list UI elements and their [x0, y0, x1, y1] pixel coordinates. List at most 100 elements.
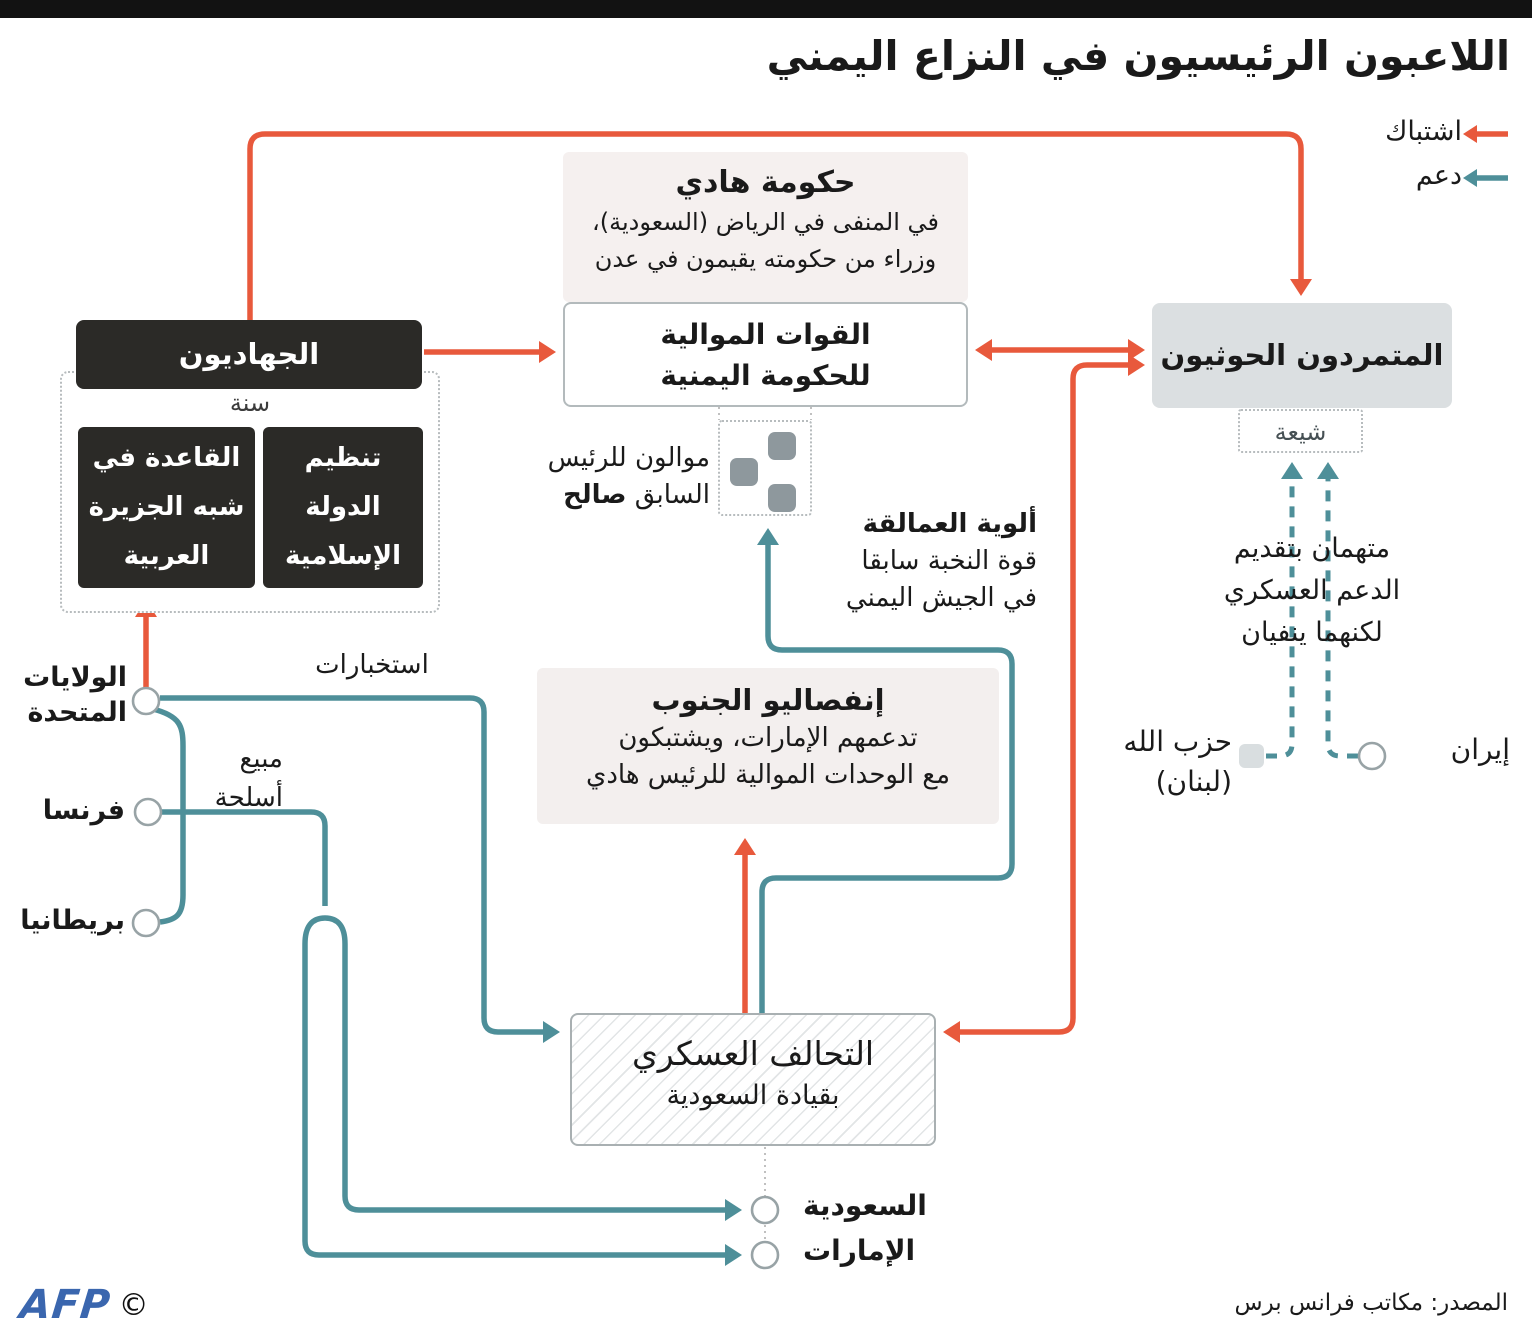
arrow-into-houthis-side [1128, 354, 1145, 376]
arrow-forces-left [975, 339, 992, 361]
support-lines-dashed [1266, 470, 1358, 759]
amaliqa-line1: قوة النخبة سابقا [861, 546, 1037, 576]
arrow-hezbollah-up [1281, 462, 1303, 479]
page-title: اللاعبون الرئيسيون في النزاع اليمني [766, 32, 1510, 80]
usa-line1: الولايات [23, 662, 127, 693]
node-separatists: إنفصاليو الجنوب تدعمهم الإمارات، ويشتبكو… [537, 668, 999, 824]
arrow-into-separatists [734, 838, 756, 855]
line-us-to-uk [152, 706, 186, 925]
arrow-into-houthis-top [1290, 279, 1312, 296]
arrow-into-coalition-left [543, 1021, 560, 1043]
country-markers [131, 686, 1387, 1270]
arrow-forces-right [1128, 339, 1145, 361]
hezbollah-line2: (لبنان) [1155, 765, 1232, 798]
hezbollah-label: حزب الله (لبنان) [1123, 722, 1232, 802]
line-arms-to-saudi [342, 944, 728, 1213]
iran-marker [1357, 741, 1387, 771]
uk-label: بريطانيا [20, 905, 125, 936]
amaliqa-line2: في الجيش اليمني [845, 583, 1037, 613]
amaliqa-note: ألوية العمالقة قوة النخبة سابقا في الجيش… [846, 506, 1037, 617]
uae-label: الإمارات [803, 1234, 916, 1267]
hadi-line1: في المنفى في الرياض (السعودية)، [591, 208, 939, 236]
france-label: فرنسا [42, 795, 125, 826]
afp-logo-block: © AFP [18, 1282, 149, 1328]
saleh-units-box [718, 420, 812, 516]
accused-line1: متهمان بتقديم [1233, 533, 1391, 564]
france-marker [133, 797, 163, 827]
uk-marker [131, 908, 161, 938]
saleh-line2-regular: السابق [626, 480, 710, 510]
separatists-title: إنفصاليو الجنوب [651, 683, 885, 717]
saleh-line2: السابق صالح [548, 477, 710, 514]
line-iran-to-houthis [1325, 470, 1358, 759]
isis-line1: تنظيم [304, 443, 382, 473]
houthis-sect-badge: شيعة [1238, 409, 1363, 453]
amaliqa-title: ألوية العمالقة [862, 509, 1037, 539]
uae-marker [750, 1240, 780, 1270]
saleh-loyalists-label: موالون للرئيس السابق صالح [548, 440, 710, 514]
arms-line1: مبيع [239, 744, 283, 774]
saleh-line2-bold: صالح [563, 480, 627, 510]
aqap-line1: القاعدة في [92, 443, 241, 473]
node-hadi-government: حكومة هادي في المنفى في الرياض (السعودية… [563, 152, 968, 302]
line-hezbollah-to-houthis [1266, 470, 1295, 759]
usa-label: الولايات المتحدة [23, 660, 127, 730]
copyright-icon: © [118, 1287, 149, 1323]
saudi-label: السعودية [803, 1189, 927, 1222]
arrow-iran-up [1317, 462, 1339, 479]
hadi-line2: وزراء من حكومته يقيمون في عدن [594, 245, 937, 273]
arrow-into-coalition-right [943, 1021, 960, 1043]
node-aqap: القاعدة في شبه الجزيرة العربية [78, 427, 255, 588]
line-arms-fork [302, 915, 348, 945]
coalition-title: التحالف العسكري [631, 1034, 875, 1073]
arms-line2: أسلحة [214, 783, 283, 813]
top-bar [0, 0, 1532, 18]
arrow-into-saudi [725, 1199, 742, 1221]
node-coalition: التحالف العسكري بقيادة السعودية [570, 1013, 936, 1146]
line-houthis-coalition [958, 362, 1130, 1035]
clash-lines [143, 131, 1508, 1035]
hezbollah-marker [1239, 744, 1264, 768]
saleh-line1: موالون للرئيس [547, 443, 710, 473]
legend-clash-label: اشتباك [1385, 116, 1462, 147]
jihadists-sect-badge: سنة [229, 389, 271, 417]
iran-label: إيران [1450, 733, 1510, 766]
aqap-line2: شبه الجزيرة [88, 492, 245, 522]
separatists-line1: تدعمهم الإمارات، ويشتبكون [618, 723, 918, 753]
node-isis: تنظيم الدولة الإسلامية [263, 427, 423, 588]
usa-line2: المتحدة [27, 697, 127, 728]
support-arrowheads [543, 169, 1477, 1266]
legend-support-label: دعم [1415, 160, 1462, 191]
isis-line3: الإسلامية [284, 541, 402, 571]
forces-line2: للحكومة اليمنية [660, 359, 871, 392]
line-jihadists-houthis [247, 131, 1304, 320]
accused-support-note: متهمان بتقديم الدعم العسكري لكنهما ينفيا… [1192, 528, 1432, 654]
unit-square-icon [768, 432, 796, 460]
line-coalition-to-saleh-units [759, 542, 1015, 1013]
arrow-into-forces [539, 341, 556, 363]
unit-square-icon [768, 484, 796, 512]
line-arms-to-uae [302, 944, 728, 1258]
line-us-intel-to-coalition [160, 695, 546, 1035]
source-credit: المصدر: مكاتب فرانس برس [1234, 1290, 1508, 1316]
accused-line2: الدعم العسكري [1223, 575, 1401, 606]
node-progov-forces: القوات الموالية للحكومة اليمنية [563, 302, 968, 407]
legend-clash-arrowhead [1463, 125, 1477, 143]
hadi-title: حكومة هادي [675, 165, 856, 200]
aqap-line3: العربية [123, 541, 210, 571]
forces-line1: القوات الموالية [660, 318, 871, 351]
hezbollah-line1: حزب الله [1123, 725, 1232, 758]
arms-sales-edge-label: مبيع أسلحة [215, 740, 283, 818]
node-houthis: المتمردون الحوثيون [1152, 303, 1452, 408]
line-france-down [162, 809, 328, 906]
arrow-into-saleh-units [757, 528, 779, 545]
arrow-into-uae [725, 1244, 742, 1266]
us-marker [131, 686, 161, 716]
legend-support-arrowhead [1463, 169, 1477, 187]
node-jihadists: الجهاديون [76, 320, 422, 389]
saudi-marker [750, 1195, 780, 1225]
separatists-line2: مع الوحدات الموالية للرئيس هادي [585, 760, 951, 790]
intelligence-edge-label: استخبارات [315, 650, 429, 680]
